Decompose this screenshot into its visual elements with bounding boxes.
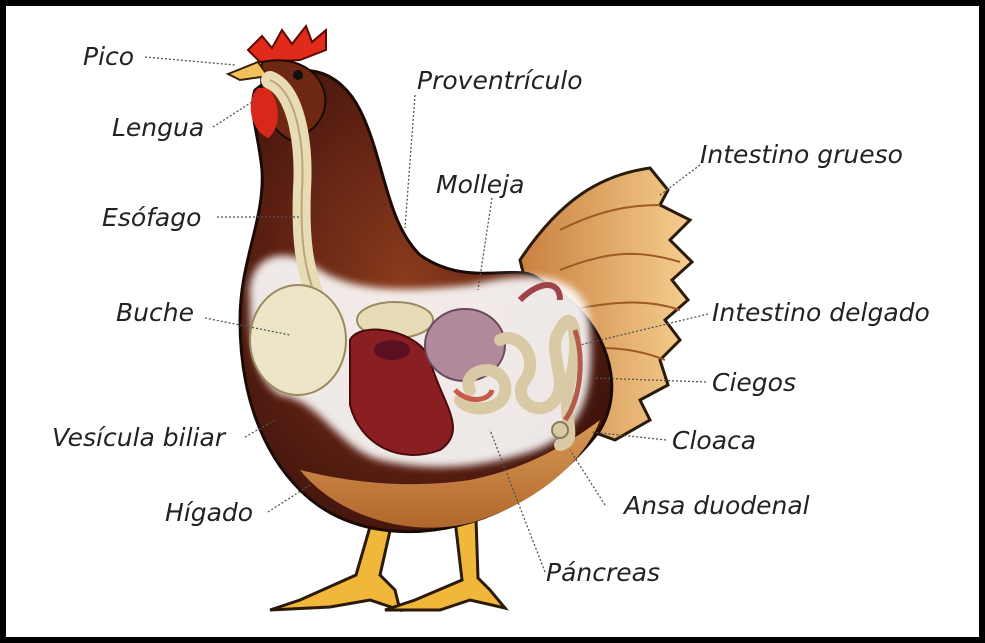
label-esofago: Esófago — [102, 205, 201, 230]
label-cloaca: Cloaca — [672, 428, 756, 453]
label-intestino-grueso: Intestino grueso — [700, 142, 903, 167]
label-lengua: Lengua — [112, 115, 204, 140]
crop — [250, 285, 346, 395]
label-ciegos: Ciegos — [712, 370, 796, 395]
label-pico: Pico — [83, 44, 134, 69]
gallbladder — [374, 340, 410, 360]
label-molleja: Molleja — [436, 172, 524, 197]
label-intestino-delgado: Intestino delgado — [712, 300, 930, 325]
label-ansa-duodenal: Ansa duodenal — [624, 493, 810, 518]
label-buche: Buche — [116, 300, 194, 325]
label-higado: Hígado — [165, 500, 253, 525]
label-proventriculo: Proventrículo — [417, 68, 583, 93]
comb — [248, 26, 326, 62]
label-pancreas: Páncreas — [546, 560, 660, 585]
eye — [293, 70, 303, 80]
label-vesicula-biliar: Vesícula biliar — [52, 425, 225, 450]
